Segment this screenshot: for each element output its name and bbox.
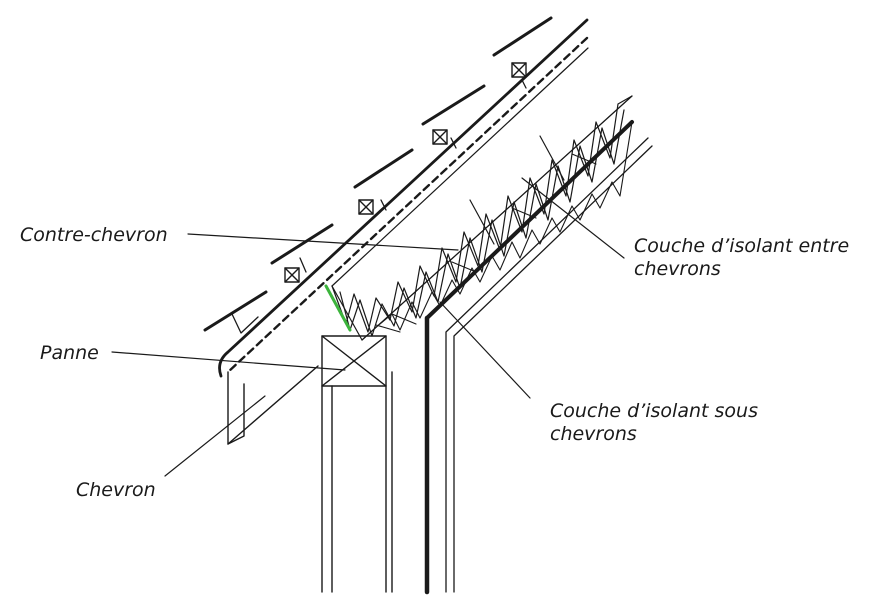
insulation-between-rafters [331,47,633,341]
label-panne: Panne [40,342,99,364]
label-chevron: Chevron [76,479,156,501]
leader-isolant-sous [439,301,531,399]
leader-contre-chevron [187,233,459,251]
label-contre-chevron: Contre-chevron [20,224,168,246]
label-isolant-entre-line1: Couche d’isolant entre [634,235,849,257]
purlin [321,335,387,387]
leader-lines [111,177,625,477]
roof-tiles [203,16,553,332]
battens [284,62,527,283]
underlay-membrane [218,18,589,378]
green-edge [324,284,352,332]
interior-lining [424,137,653,595]
leader-isolant-entre [521,177,625,259]
roof-drawing [111,16,653,595]
leader-chevron [164,395,266,477]
label-isolant-entre-line2: chevrons [634,258,721,280]
leader-panne [111,351,346,371]
dashed-board [226,36,589,374]
insulation-under-rafters [361,95,633,341]
label-isolant-sous-line2: chevrons [550,423,637,445]
label-isolant-sous-line1: Couche d’isolant sous [550,400,758,422]
vapour-barrier [425,120,634,320]
wall [321,371,393,593]
rafter-end [227,365,319,445]
